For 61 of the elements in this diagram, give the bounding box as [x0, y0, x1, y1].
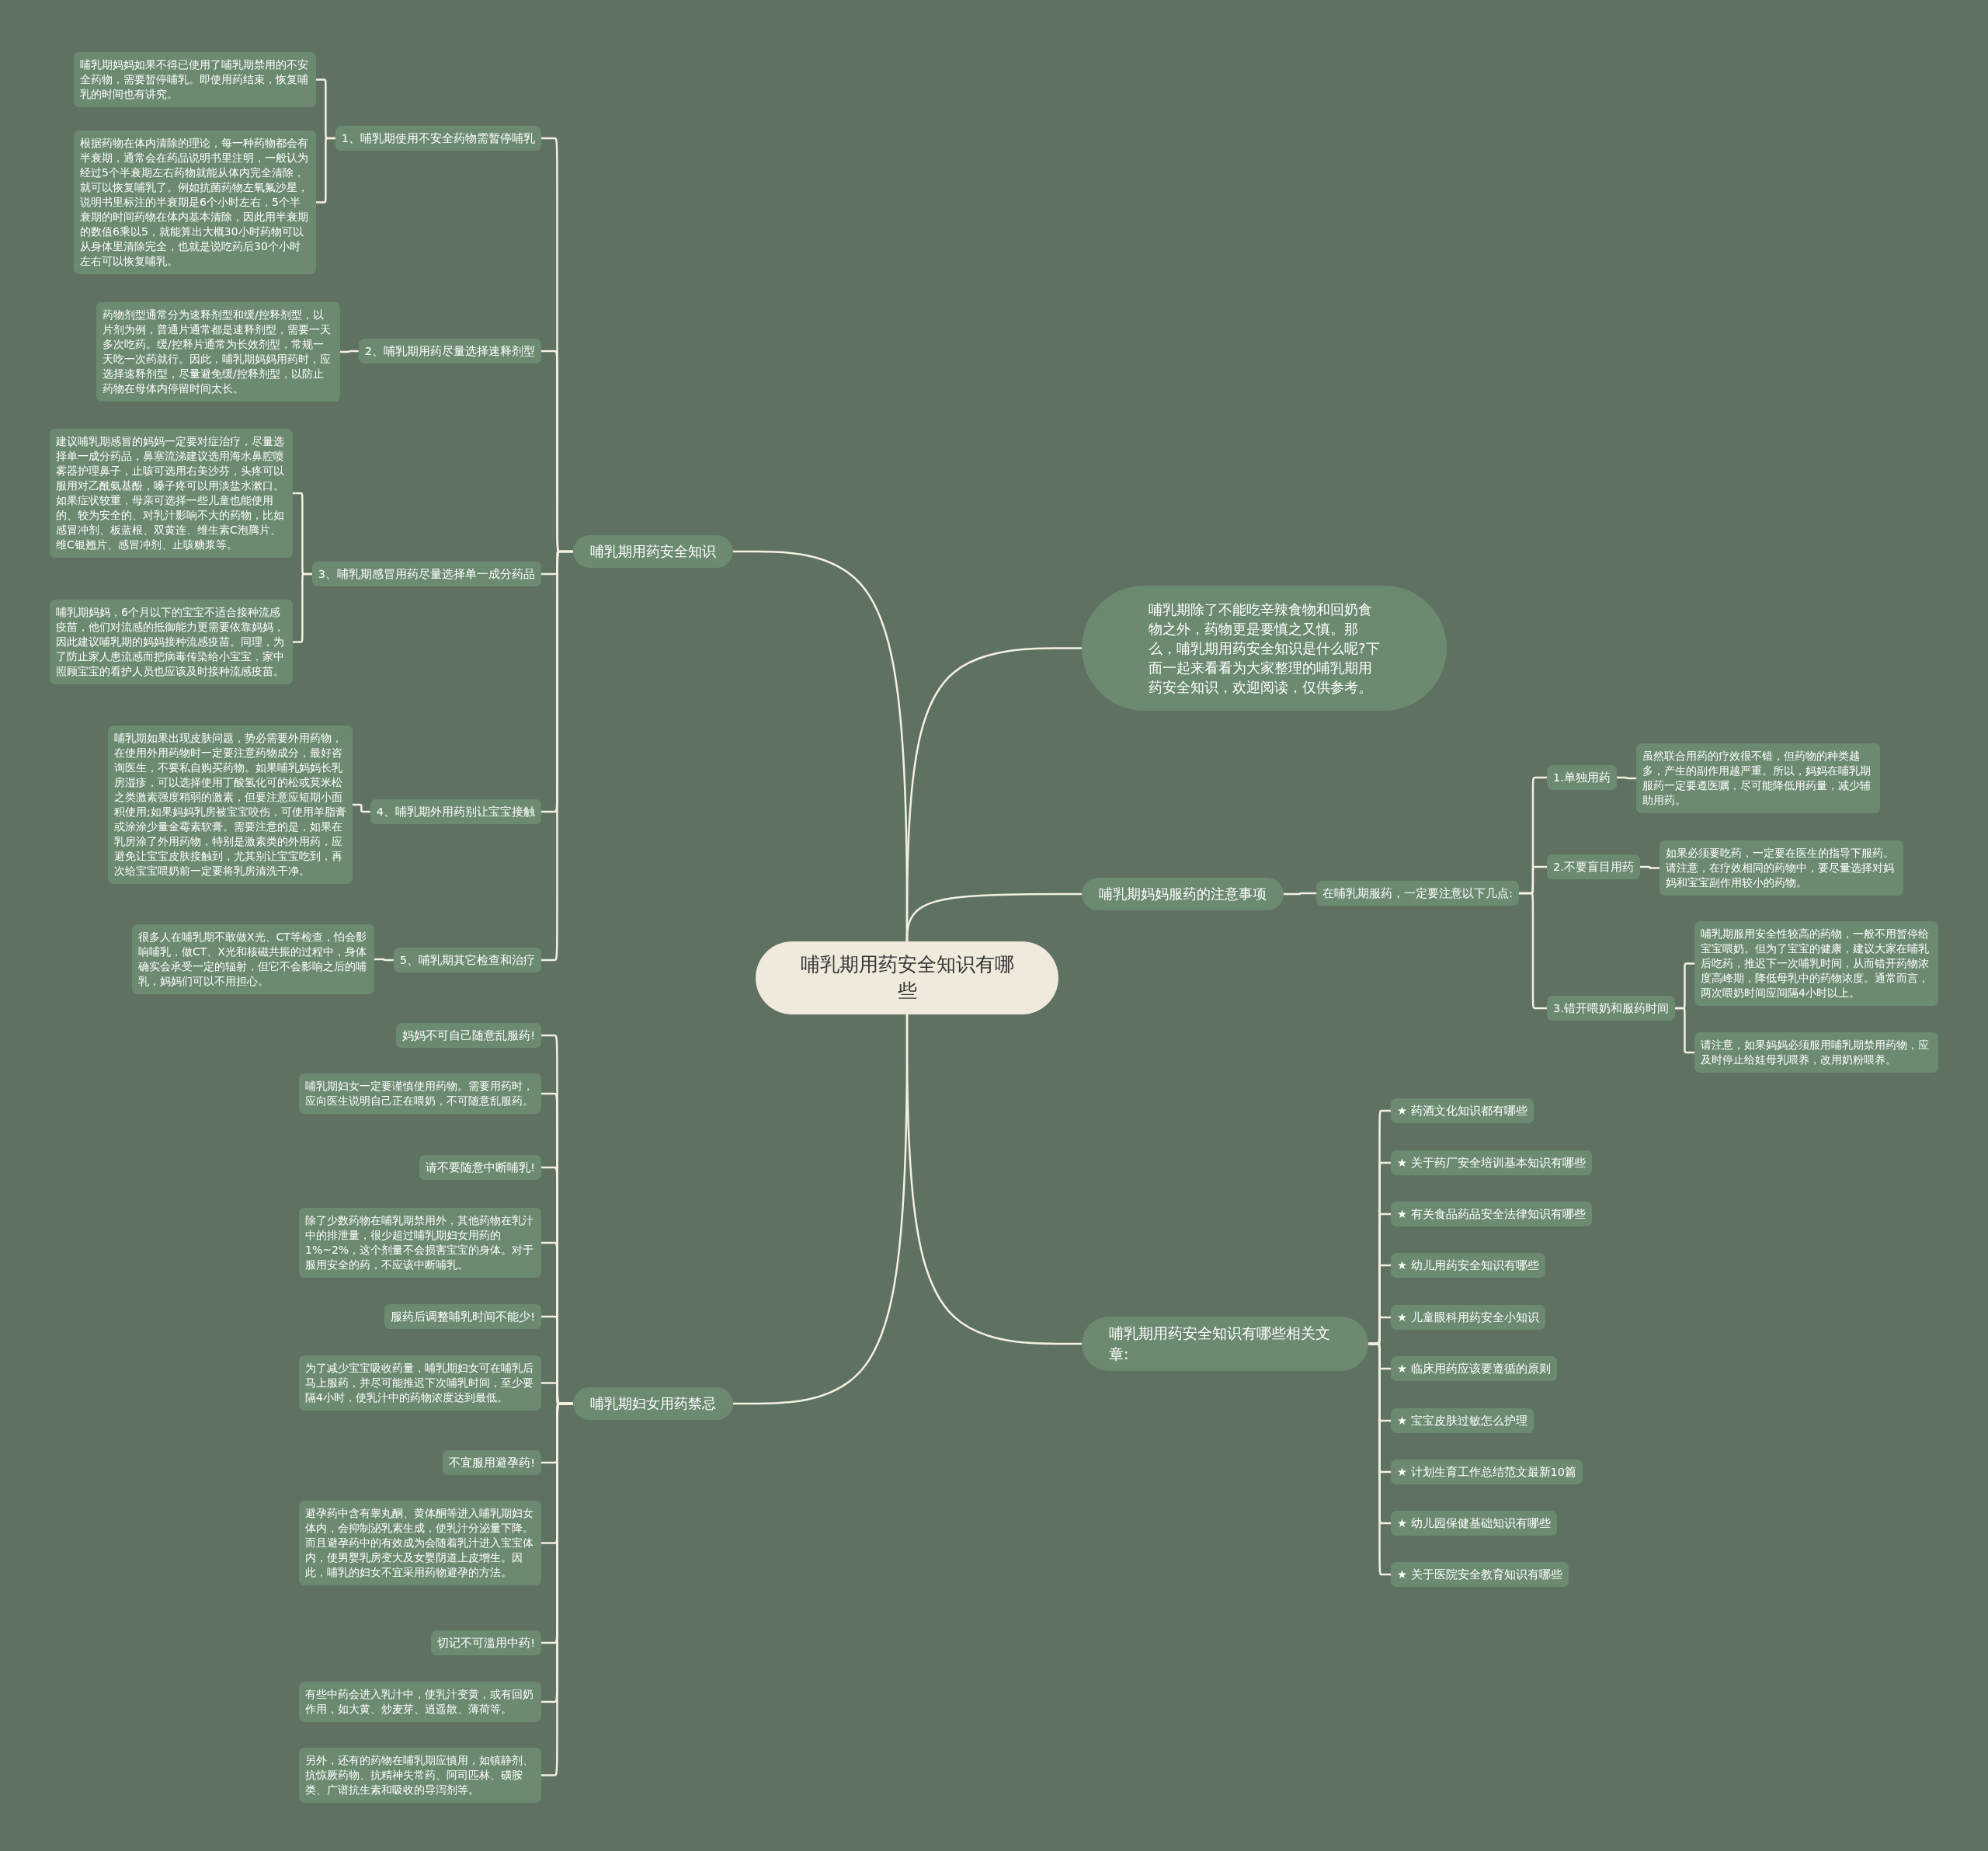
subtopic-box: ★ 药酒文化知识都有哪些	[1391, 1098, 1534, 1123]
connector-line	[1284, 892, 1316, 896]
subtopic-box: ★ 幼儿用药安全知识有哪些	[1391, 1253, 1545, 1278]
subtopic-box: 妈妈不可自己随意乱服药!	[396, 1023, 541, 1048]
note-box: 避孕药中含有睾丸酮、黄体酮等进入哺乳期妇女体内，会抑制泌乳素生成，使乳汁分泌量下降。而且避孕药中的有效成为会随着乳汁进入宝宝体内，使男婴乳房变大及女婴阴道上皮增生。因此，哺乳的妇女不宜采用药物避孕的方法。	[299, 1501, 541, 1585]
subtopic-box: 2、哺乳期用药尽量选择速释剂型	[358, 339, 541, 364]
note-box: 如果必须要吃药，一定要在医生的指导下服药。请注意，在疗效相同的药物中，要尽量选择对妈妈和宝宝副作用较小的药物。	[1660, 840, 1903, 896]
subtopic-box: ★ 计划生育工作总结范文最新10篇	[1391, 1460, 1583, 1484]
connector-line	[905, 892, 1082, 941]
subtopic-box: 5、哺乳期其它检查和治疗	[393, 948, 541, 972]
note-box: 哺乳期如果出现皮肤问题，势必需要外用药物，在使用外用药物时一定要注意药物成分，最好咨询医生，不要私自购买药物。如果哺乳妈妈长乳房湿疹，可以选择使用丁酸氢化可的松或莫米松之类激素强度稍弱的激素，但要注意应短期小面积使用;如果妈妈乳房被宝宝咬伤，可使用羊脂膏或涂涂少量金霉素软膏。需要注意的是，如果在乳房涂了外用药物，特别是激素类的外用药，应避免让宝宝皮肤接触到，尤其别让宝宝吃到，再次给宝宝喂奶前一定要将乳房清洗干净。	[108, 725, 353, 884]
branch-topic: 哺乳期妈妈服药的注意事项	[1082, 878, 1284, 910]
subtopic-box: 请不要随意中断哺乳!	[419, 1155, 541, 1180]
subtopic-box: 4、哺乳期外用药别让宝宝接触	[370, 799, 541, 824]
note-box: 为了减少宝宝吸收药量，哺乳期妇女可在哺乳后马上服药，并尽可能推迟下次哺乳时间，至少要隔4小时，使乳汁中的药物浓度达到最低。	[299, 1355, 541, 1411]
note-box: 虽然联合用药的疗效很不错，但药物的种类越多，产生的副作用越严重。所以，妈妈在哺乳期服药一定要遵医嘱，尽可能降低用药量，减少辅助用药。	[1636, 743, 1880, 813]
subtopic-box: ★ 关于药厂安全培训基本知识有哪些	[1391, 1150, 1592, 1175]
note-box: 很多人在哺乳期不敢做X光、CT等检查，怕会影响哺乳，做CT、X光和核磁共振的过程中，身体确实会承受一定的辐射，但它不会影响之后的哺乳，妈妈们可以不用担心。	[132, 924, 374, 994]
subtopic-box: 3.错开喂奶和服药时间	[1547, 996, 1675, 1021]
note-box: 哺乳期妈妈如果不得已使用了哺乳期禁用的不安全药物，需要暂停哺乳。即使用药结束，恢复哺乳的时间也有讲究。	[74, 52, 316, 107]
connector-line	[1518, 892, 1547, 1010]
note-box: 哺乳期服用安全性较高的药物，一般不用暂停给宝宝喂奶。但为了宝宝的健康，建议大家在哺乳后吃药，推迟下一次哺乳时间，从而错开药物浓度高峰期，降低母乳中的药物浓度。通常而言，两次喂奶时间应间隔4小时以上。	[1694, 921, 1938, 1006]
note-box: 除了少数药物在哺乳期禁用外，其他药物在乳汁中的排泄量，很少超过哺乳期妇女用药的1%~2%，这个剂量不会损害宝宝的身体。对于服用安全的药，不应该中断哺乳。	[299, 1208, 541, 1278]
note-box: 请注意，如果妈妈必须服用哺乳期禁用药物，应及时停止给娃母乳喂养，改用奶粉喂养。	[1694, 1032, 1938, 1073]
subtopic-box: ★ 幼儿园保健基础知识有哪些	[1391, 1511, 1557, 1536]
connector-line	[1368, 1342, 1391, 1576]
subtopic-box: ★ 关于医院安全教育知识有哪些	[1391, 1562, 1569, 1587]
subtopic-box: 服药后调整哺乳时间不能少!	[384, 1304, 541, 1329]
connector-line	[1674, 1007, 1694, 1054]
branch-topic: 哺乳期妇女用药禁忌	[573, 1387, 733, 1420]
subtopic-box: ★ 儿童眼科用药安全小知识	[1391, 1305, 1545, 1330]
subtopic-box: ★ 宝宝皮肤过敏怎么护理	[1391, 1408, 1534, 1433]
note-box: 哺乳期妇女一定要谨慎使用药物。需要用药时，应向医生说明自己正在喂奶，不可随意乱服药。	[299, 1073, 541, 1114]
subtopic-box: 1、哺乳期使用不安全药物需暂停哺乳	[335, 126, 541, 151]
intro-bubble: 哺乳期除了不能吃辛辣食物和回奶食物之外，药物更是要慎之又慎。那么，哺乳期用药安全知识是什么呢?下面一起来看看为大家整理的哺乳期用药安全知识，欢迎阅读，仅供参考。	[1082, 586, 1447, 711]
note-box: 哺乳期妈妈，6个月以下的宝宝不适合接种流感疫苗，他们对流感的抵御能力更需要依靠妈妈，因此建议哺乳期的妈妈接种流感疫苗。同理，为了防止家人患流感而把病毒传染给小宝宝，家中照顾宝宝的看护人员也应该及时接种流感疫苗。	[50, 600, 293, 684]
subtopic-box: 1.单独用药	[1547, 765, 1617, 790]
note-box: 根据药物在体内清除的理论，每一种药物都会有半衰期，通常会在药品说明书里注明，一般认为经过5个半衰期左右药物就能从体内完全清除，就可以恢复哺乳了。例如抗菌药物左氧氟沙星，说明书里标注的半衰期是6个小时左右，5个半衰期的时间药物在体内基本清除，因此用半衰期的数值6乘以5，就能算出大概30小时药物可以从身体里清除完全，也就是说吃药后30个小时左右可以恢复哺乳。	[74, 130, 316, 274]
note-box: 另外，还有的药物在哺乳期应慎用，如镇静剂、抗惊厥药物、抗精神失常药、阿司匹林、磺胺类、广谱抗生素和吸收的导泻剂等。	[299, 1748, 541, 1803]
connector-line	[374, 958, 394, 962]
connector-line	[293, 572, 312, 643]
central-topic: 哺乳期用药安全知识有哪些	[756, 941, 1058, 1014]
subtopic-box: ★ 临床用药应该要遵循的原则	[1391, 1356, 1557, 1381]
connector-line	[1639, 865, 1660, 869]
connector-line	[1616, 776, 1636, 780]
subtopic-box: ★ 有关食品药品安全法律知识有哪些	[1391, 1202, 1592, 1226]
subtopic-box: 不宜服用避孕药!	[443, 1450, 541, 1475]
connector-line	[316, 137, 335, 204]
connector-line	[541, 550, 573, 962]
note-box: 有些中药会进入乳汁中，使乳汁变黄，或有回奶作用，如大黄、炒麦芽、逍遥散、薄荷等。	[299, 1682, 541, 1722]
subtopic-box: 2.不要盲目用药	[1547, 854, 1640, 879]
branch-topic: 哺乳期用药安全知识有哪些相关文章:	[1082, 1317, 1368, 1371]
note-box: 建议哺乳期感冒的妈妈一定要对症治疗，尽量选择单一成分药品，鼻塞流涕建议选用海水鼻腔喷雾器护理鼻子，止咳可选用右美沙芬，头疼可以服用对乙酰氨基酚，嗓子疼可以用淡盐水漱口。如果症状较重，母亲可选择一些儿童也能使用的、较为安全的、对乳汁影响不大的药物，比如感冒冲剂、板蓝根、双黄连、维生素C泡腾片、维C银翘片、感冒冲剂、止咳糖浆等。	[50, 429, 293, 558]
connector-line	[353, 803, 370, 813]
connector-line	[340, 350, 359, 353]
subtopic-box: 切记不可滥用中药!	[431, 1630, 541, 1655]
connector-line	[905, 1014, 1082, 1345]
subtopic-box: 3、哺乳期感冒用药尽量选择单一成分药品	[311, 562, 541, 586]
subtopic-box: 在哺乳期服药，一定要注意以下几点:	[1316, 881, 1519, 906]
branch-topic: 哺乳期用药安全知识	[573, 535, 733, 568]
note-box: 药物剂型通常分为速释剂型和缓/控释剂型，以片剂为例，普通片通常都是速释剂型，需要一天多次吃药。缓/控释片通常为长效剂型，常规一天吃一次药就行。因此，哺乳期妈妈用药时，应选择速释剂型，尽量避免缓/控释剂型，以防止药物在母体内停留时间太长。	[96, 302, 340, 402]
